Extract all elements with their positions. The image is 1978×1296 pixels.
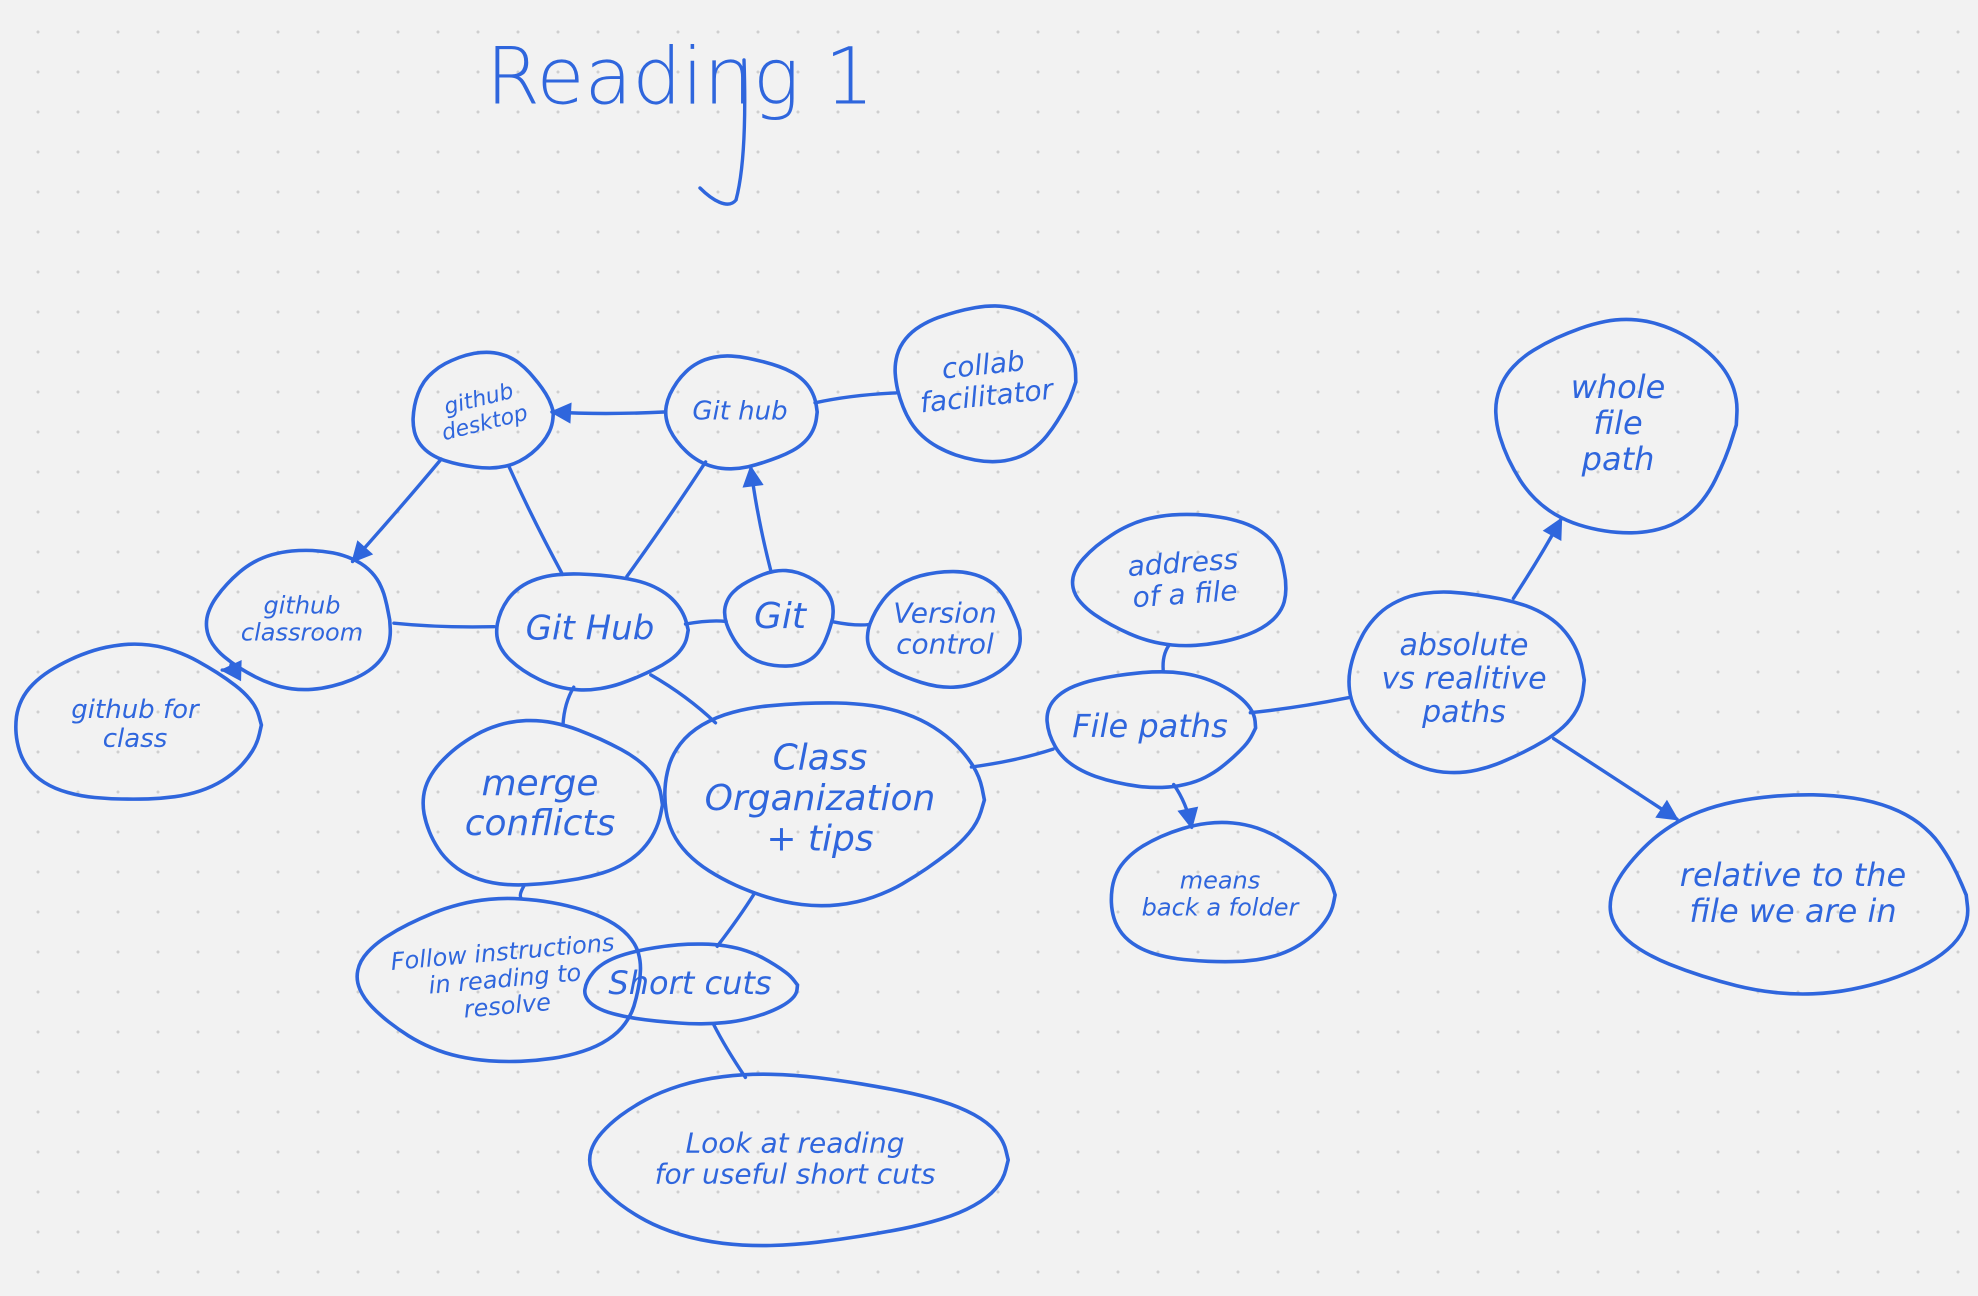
edge-short-cuts-to-look-at-reading xyxy=(711,1022,748,1080)
node-git-hub-top: Git hub xyxy=(663,354,820,471)
node-bubble xyxy=(722,568,835,668)
edge-merge-conflicts-to-follow-instructions xyxy=(518,884,526,901)
node-bubble xyxy=(1045,669,1258,790)
node-file-paths: File paths xyxy=(1045,669,1258,790)
page-title: Reading 1 xyxy=(486,33,874,123)
node-bubble xyxy=(494,572,691,692)
node-bubble xyxy=(865,569,1022,690)
node-label-line: facilitator xyxy=(918,373,1056,420)
edge-git-hub-center-to-git-hub-top xyxy=(625,460,708,579)
node-label-line: github for xyxy=(71,695,201,725)
edge-github-desktop-to-github-classroom xyxy=(350,457,443,564)
node-label-line: Organization xyxy=(705,778,936,819)
node-bubble xyxy=(421,718,665,887)
node-label-line: merge xyxy=(481,763,598,804)
edge-absolute-vs-relative-to-relative-to-file xyxy=(1551,736,1679,821)
node-bubble xyxy=(355,896,643,1064)
arrowhead-means-back xyxy=(1177,806,1199,830)
arrowhead-git-hub-top xyxy=(742,465,764,488)
node-bubble xyxy=(583,942,800,1026)
node-label-line: + tips xyxy=(766,818,873,859)
edge-git-hub-center-to-github-desktop xyxy=(506,464,565,577)
node-label-line: absolute xyxy=(1400,628,1529,663)
node-bubble xyxy=(1347,590,1587,775)
node-label-line: vs realitive xyxy=(1381,662,1546,697)
node-label-line: Git hub xyxy=(692,397,787,427)
node-bubble xyxy=(204,548,393,692)
node-label-line: Class xyxy=(773,738,868,779)
node-label-line: control xyxy=(896,628,994,661)
node-label-line: Version xyxy=(893,596,997,629)
edge-git-hub-center-to-github-classroom xyxy=(392,621,496,629)
node-label-line: whole xyxy=(1571,368,1666,406)
node-git: Git xyxy=(722,568,835,668)
node-label-line: File paths xyxy=(1072,707,1227,745)
edge-class-org-tips-to-file-paths xyxy=(969,747,1055,769)
edge-git-hub-center-to-git xyxy=(683,619,728,626)
node-label-line: for useful short cuts xyxy=(655,1158,936,1191)
node-git-hub-center: Git Hub xyxy=(494,572,691,692)
edge-file-paths-to-absolute-vs-relative xyxy=(1248,696,1350,715)
edge-git-to-version-control xyxy=(832,620,871,627)
node-bubble xyxy=(663,354,820,471)
node-bubble xyxy=(587,1072,1011,1248)
title-underline-flourish xyxy=(698,58,747,206)
edge-git-hub-center-to-class-org-tips xyxy=(649,673,718,725)
edge-class-org-tips-to-short-cuts xyxy=(715,891,757,948)
node-bubble xyxy=(893,304,1078,464)
node-label-line: class xyxy=(103,724,168,754)
arrowhead-relative-to-file xyxy=(1655,799,1679,821)
node-label-line: file we are in xyxy=(1689,892,1896,930)
arrowhead-whole-file-path xyxy=(1542,517,1563,541)
node-label-line: conflicts xyxy=(465,803,616,844)
node-label-line: github xyxy=(264,592,341,620)
node-label-line: paths xyxy=(1421,695,1506,730)
node-bubble xyxy=(411,350,556,470)
edges-layer xyxy=(220,391,1679,1080)
edge-git-hub-top-to-collab-facilitator xyxy=(813,391,898,405)
node-label-line: of a file xyxy=(1131,574,1238,614)
node-label-line: file xyxy=(1593,404,1642,442)
arrowhead-github-classroom xyxy=(351,540,374,564)
node-label-line: back a folder xyxy=(1142,893,1301,921)
node-label-line: Git Hub xyxy=(526,609,655,649)
node-bubble xyxy=(1109,820,1337,964)
node-label-line: path xyxy=(1581,440,1655,478)
node-label-line: Git xyxy=(754,596,808,637)
node-label-line: Look at reading xyxy=(686,1126,905,1159)
node-short-cuts: Short cuts xyxy=(583,942,800,1026)
node-bubble xyxy=(1608,792,1970,996)
node-bubble xyxy=(1070,512,1288,648)
node-label-line: address xyxy=(1126,543,1239,584)
node-label-line: relative to the xyxy=(1680,856,1906,894)
node-bubble xyxy=(1493,317,1739,535)
node-label-line: classroom xyxy=(241,618,363,646)
arrowhead-github-desktop xyxy=(549,402,572,424)
node-label-line: Short cuts xyxy=(608,964,771,1002)
edge-git-hub-center-to-merge-conflicts xyxy=(561,685,576,727)
node-label-line: means xyxy=(1180,867,1261,895)
edge-file-paths-to-address-of-file xyxy=(1161,643,1171,673)
node-bubble xyxy=(14,642,264,801)
node-bubble xyxy=(663,701,987,908)
